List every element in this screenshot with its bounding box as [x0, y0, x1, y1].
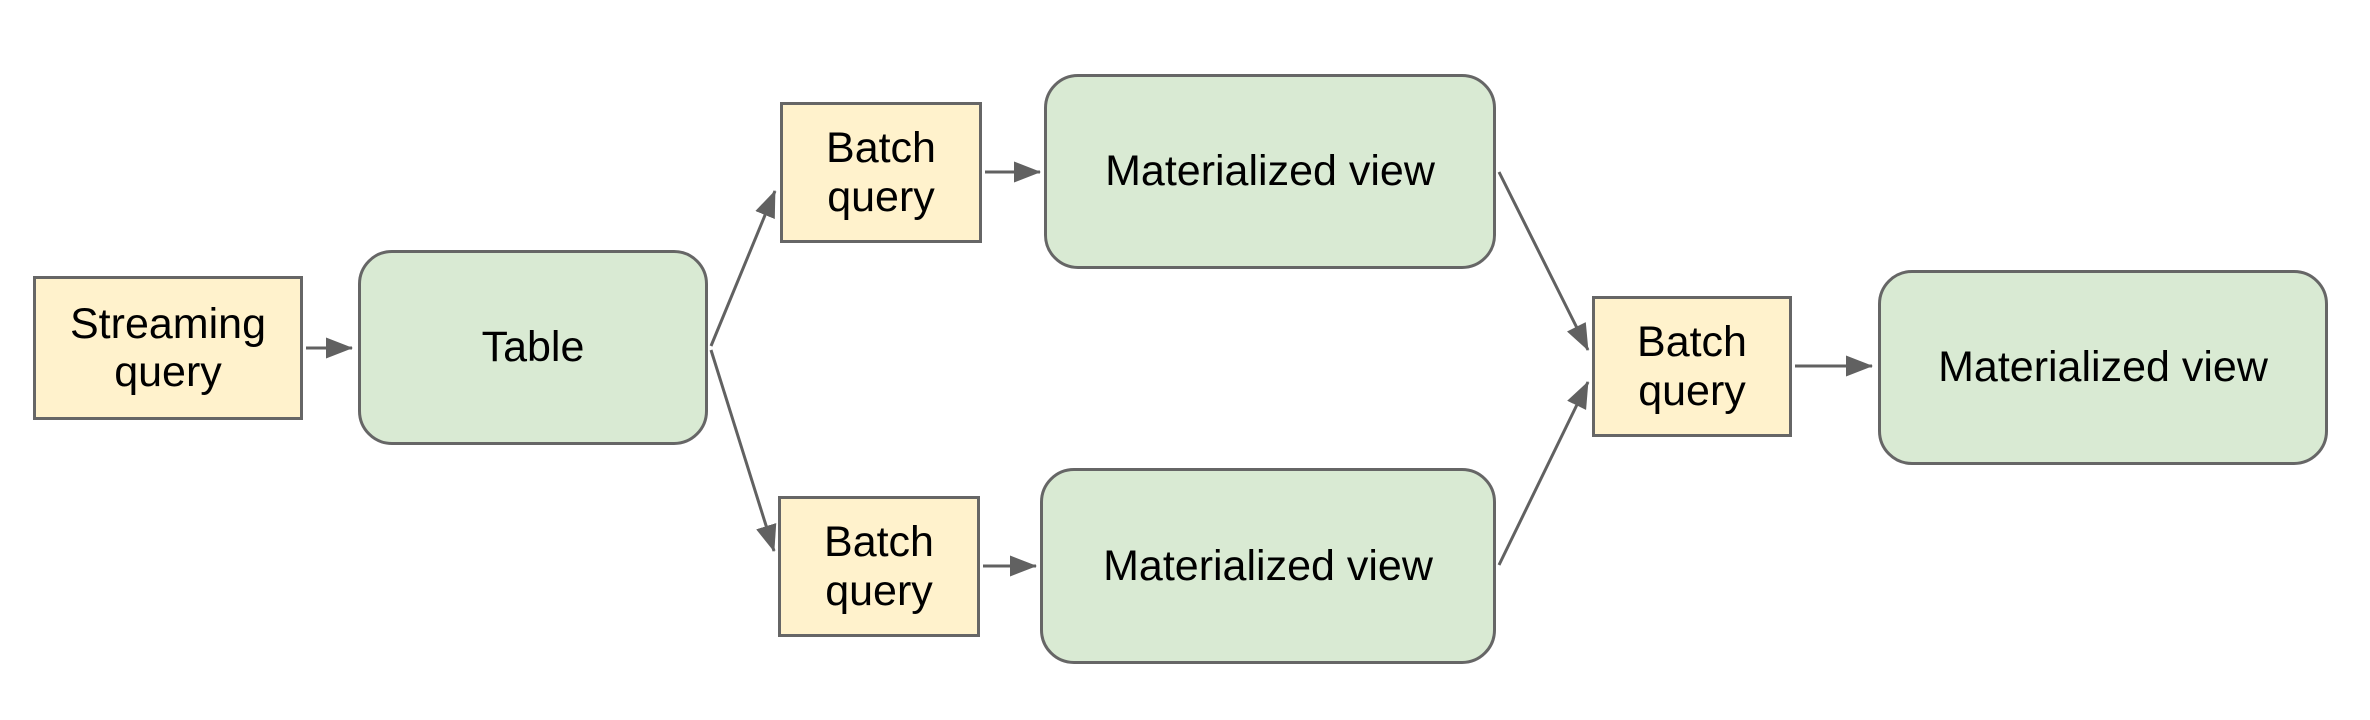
arrow-table-to-batch-query-bottom — [709, 349, 777, 552]
node-materialized-view-top-label: Materialized view — [1105, 147, 1435, 196]
node-streaming-query: Streaming query — [33, 276, 303, 420]
node-batch-query-bottom: Batch query — [778, 496, 980, 637]
node-batch-query-top: Batch query — [780, 102, 982, 243]
node-table-label: Table — [481, 323, 585, 372]
node-materialized-view-right-label: Materialized view — [1938, 343, 2268, 392]
node-streaming-query-label: Streaming query — [70, 299, 266, 396]
node-materialized-view-top: Materialized view — [1044, 74, 1496, 269]
node-materialized-view-bottom: Materialized view — [1040, 468, 1496, 664]
node-batch-query-top-label: Batch query — [826, 124, 936, 221]
node-materialized-view-bottom-label: Materialized view — [1103, 541, 1433, 590]
arrow-materialized-view-bottom-to-batch-query-right — [1497, 381, 1590, 566]
arrow-table-to-batch-query-top — [709, 190, 777, 347]
node-batch-query-right-label: Batch query — [1637, 318, 1747, 415]
node-batch-query-bottom-label: Batch query — [824, 518, 934, 615]
node-table: Table — [358, 250, 708, 445]
arrow-materialized-view-top-to-batch-query-right — [1497, 171, 1590, 351]
node-materialized-view-right: Materialized view — [1878, 270, 2328, 465]
node-batch-query-right: Batch query — [1592, 296, 1792, 437]
